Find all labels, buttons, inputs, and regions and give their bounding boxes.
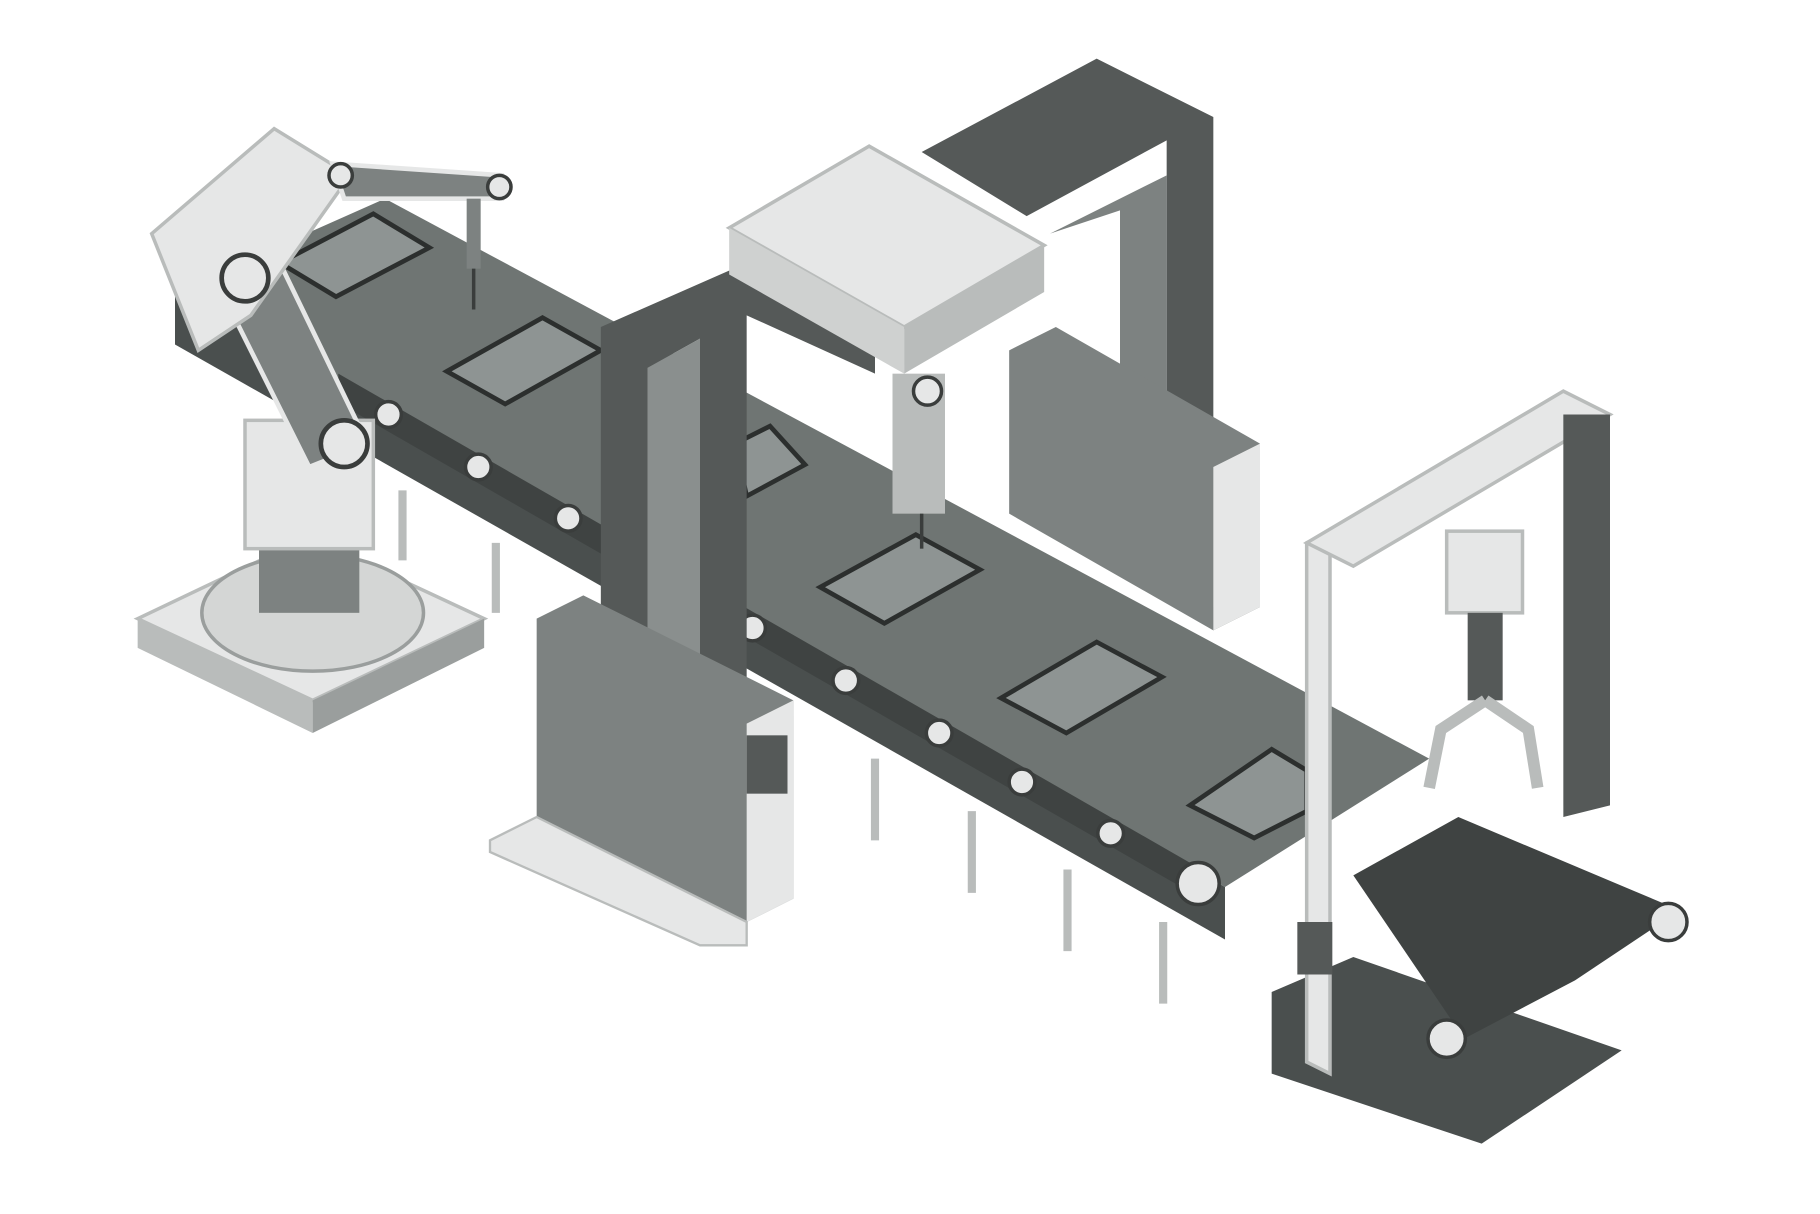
robot-upper-arm: [329, 161, 505, 202]
left-box-base: [488, 815, 748, 947]
phone: [275, 211, 435, 300]
gripper-cylinder: [1467, 612, 1503, 701]
robot-base-plate-side: [137, 618, 313, 733]
robot-joint: [219, 252, 271, 304]
sensor-box: [1297, 922, 1333, 975]
right-control-box: [1009, 327, 1260, 631]
left-control-box-face: [746, 700, 794, 922]
gantry-beam: [921, 58, 1214, 444]
gantry-head-side: [904, 245, 1045, 374]
roller: [553, 503, 583, 533]
frame-right-post: [1563, 414, 1610, 817]
robot-joint: [318, 418, 370, 470]
robot-base-plate-side: [312, 618, 485, 733]
robot-tool: [466, 198, 481, 269]
conveyor-legs: [398, 490, 1168, 1004]
phone: [815, 532, 985, 627]
small-conveyor-belt: [1353, 817, 1680, 1039]
right-control-box-face: [1213, 443, 1260, 631]
robot-arm: [133, 126, 513, 733]
frame-left-post: [1304, 528, 1332, 1077]
roller: [1007, 767, 1037, 797]
small-conveyor-roller: [1426, 1018, 1468, 1060]
roller: [924, 718, 954, 748]
control-panel: [746, 735, 788, 794]
gantry: [488, 58, 1260, 947]
roller: [463, 452, 493, 482]
gripper-claws: [1423, 695, 1544, 789]
gantry-head-side: [729, 227, 905, 374]
roller: [1096, 818, 1126, 848]
roller: [831, 665, 861, 696]
gripper-station: [1271, 389, 1689, 1144]
roller: [1175, 860, 1221, 907]
phone: [996, 639, 1167, 736]
robot-shoulder-housing: [149, 126, 353, 353]
conveyor-side-rail: [338, 373, 1202, 899]
left-control-box: [536, 595, 794, 922]
roller: [373, 399, 404, 430]
gripper-mount: [1444, 529, 1525, 615]
gantry-left-column-face: [647, 338, 700, 712]
gantry-tool-joint: [911, 375, 944, 407]
gantry-left-column: [600, 262, 875, 712]
small-conveyor-roller: [1647, 901, 1689, 943]
robot-joint: [485, 173, 513, 201]
robot-joint: [327, 161, 355, 189]
